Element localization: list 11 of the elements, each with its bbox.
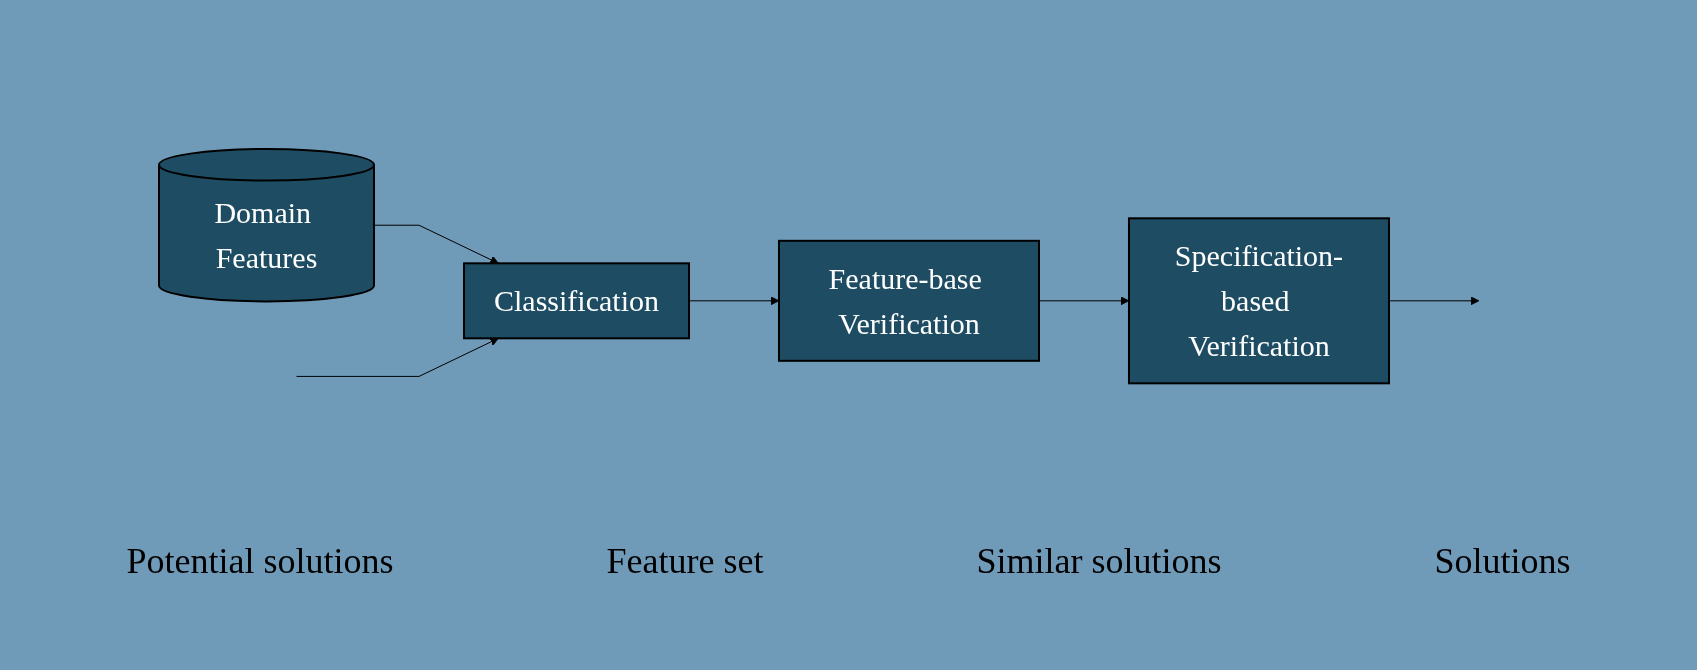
node-box: Specification-based Verification <box>1127 217 1390 385</box>
node-box: Classification <box>462 262 690 340</box>
flow-label: Similar solutions <box>976 540 1222 582</box>
arrow <box>373 224 499 264</box>
flow-label: Feature set <box>606 540 764 582</box>
arrow <box>295 337 499 377</box>
arrow <box>1038 296 1129 305</box>
flow-label: Solutions <box>1434 540 1571 582</box>
flow-label: Potential solutions <box>126 540 394 582</box>
arrow <box>688 296 779 305</box>
node-box: Feature-base Verification <box>777 239 1040 362</box>
